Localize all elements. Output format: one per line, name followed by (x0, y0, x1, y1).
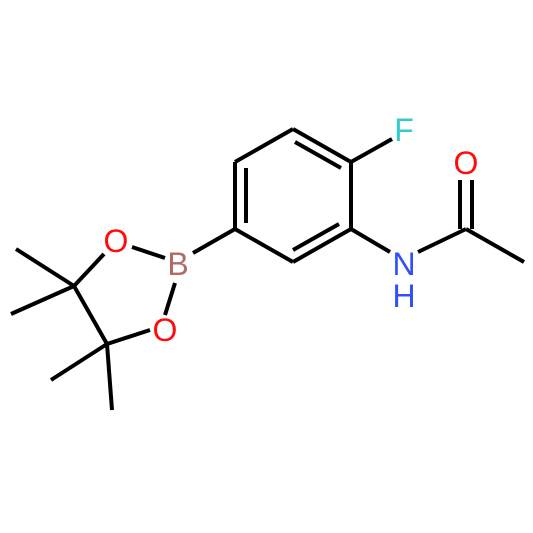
nitrogen-atom-label: N (392, 246, 415, 282)
c-n-bond (349, 227, 392, 254)
c-f-bond (350, 137, 393, 164)
carbonyl-oxygen-label: O (454, 145, 479, 181)
o-c-bond (72, 252, 106, 288)
methyl-bond (465, 227, 525, 264)
c-b-bond (192, 227, 236, 255)
nitrogen-hydrogen-label: H (392, 278, 415, 314)
b-o-bond (163, 282, 177, 316)
ring-oxygen-top-label: O (104, 223, 129, 259)
methyl-bond (14, 247, 76, 288)
boron-atom-label: B (167, 246, 188, 282)
ring-bond (292, 227, 352, 264)
o-c-bond (106, 328, 151, 346)
benzene-ring (233, 127, 353, 264)
methyl-bond (10, 284, 75, 316)
ring-bond (292, 127, 352, 164)
ring-double-bond (294, 140, 342, 170)
dioxaborolane-ring (72, 245, 177, 346)
ring-double-bond (292, 222, 340, 252)
methyl-bond (105, 343, 114, 411)
ring-oxygen-bottom-label: O (153, 312, 178, 348)
fluorine-atom-label: F (394, 112, 414, 148)
ring-bond (234, 127, 294, 164)
c-c-bond (72, 285, 109, 345)
n-c-bond (417, 227, 467, 254)
methyl-bond (49, 342, 109, 382)
b-o-bond (131, 245, 166, 260)
ring-bond (234, 227, 294, 264)
